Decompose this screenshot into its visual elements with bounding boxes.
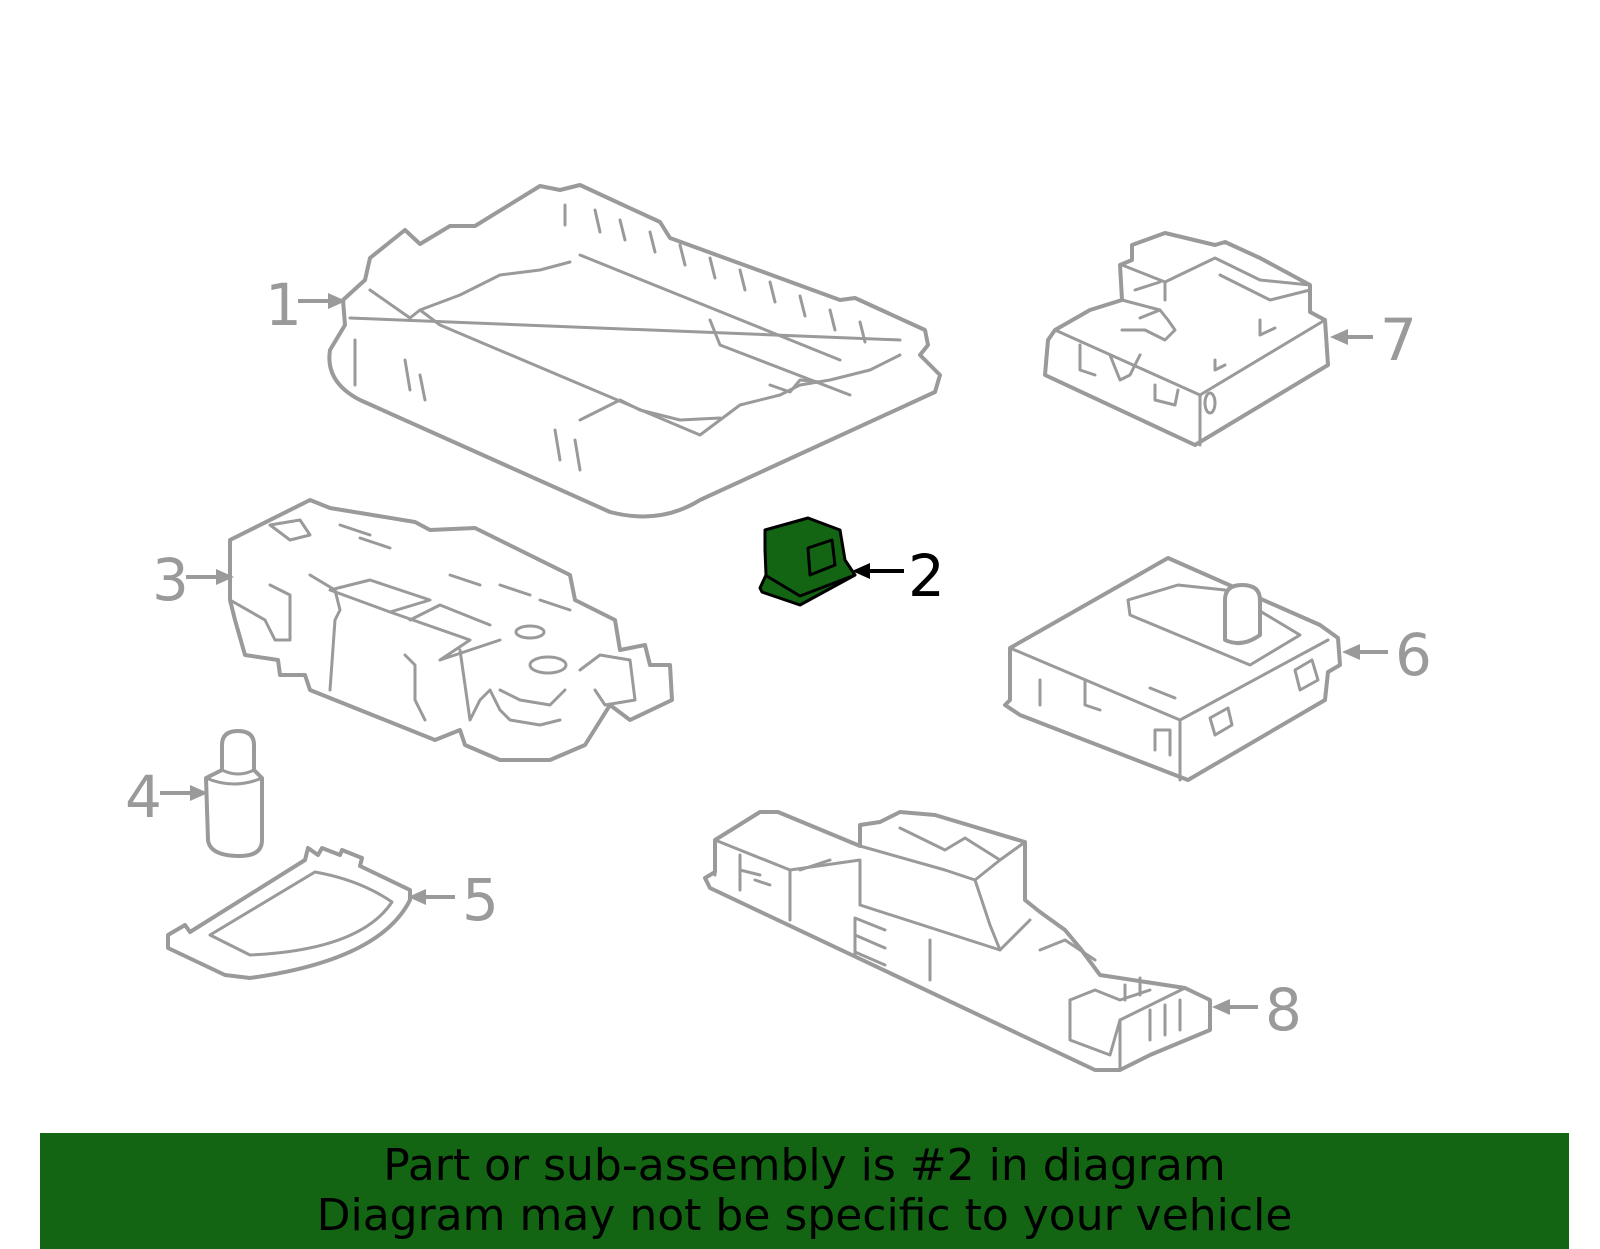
callout-7: 7: [1330, 306, 1417, 374]
callout-arrow-8: [1212, 999, 1230, 1015]
callout-4: 4: [125, 763, 208, 831]
part-4-bulb: [204, 729, 264, 858]
callout-number-2: 2: [908, 542, 945, 610]
callout-number-4: 4: [125, 763, 162, 831]
callout-arrow-2: [852, 563, 870, 579]
part-7-upper-module: [1043, 231, 1330, 447]
part-1-console-base: [327, 183, 942, 519]
callout-8: 8: [1212, 976, 1302, 1044]
part-5-lens: [166, 846, 412, 980]
callout-number-3: 3: [152, 546, 189, 614]
callout-3: 3: [152, 546, 234, 614]
callout-number-1: 1: [265, 271, 302, 339]
info-banner: Part or sub-assembly is #2 in diagram Di…: [40, 1133, 1569, 1249]
callout-arrow-5: [408, 889, 426, 905]
callout-6: 6: [1342, 621, 1432, 689]
callout-1: 1: [265, 271, 346, 339]
banner-line-disclaimer: Diagram may not be specific to your vehi…: [316, 1190, 1293, 1241]
part-6-module: [1003, 556, 1342, 782]
callout-number-6: 6: [1395, 621, 1432, 689]
callout-arrow-6: [1342, 644, 1360, 660]
callout-arrow-3: [216, 569, 234, 585]
callout-number-8: 8: [1265, 976, 1302, 1044]
callout-2: 2: [852, 542, 945, 610]
callout-number-7: 7: [1380, 306, 1417, 374]
callout-5: 5: [408, 866, 499, 934]
callout-number-5: 5: [462, 866, 499, 934]
callout-arrow-7: [1330, 329, 1348, 345]
banner-line-part: Part or sub-assembly is #2 in diagram: [383, 1140, 1226, 1191]
callout-arrow-4: [190, 785, 208, 801]
part-8-lamp-base: [703, 810, 1212, 1072]
callout-arrow-1: [328, 293, 346, 309]
part-2-highlighted: [758, 516, 857, 607]
part-3-console-assembly: [228, 498, 674, 762]
